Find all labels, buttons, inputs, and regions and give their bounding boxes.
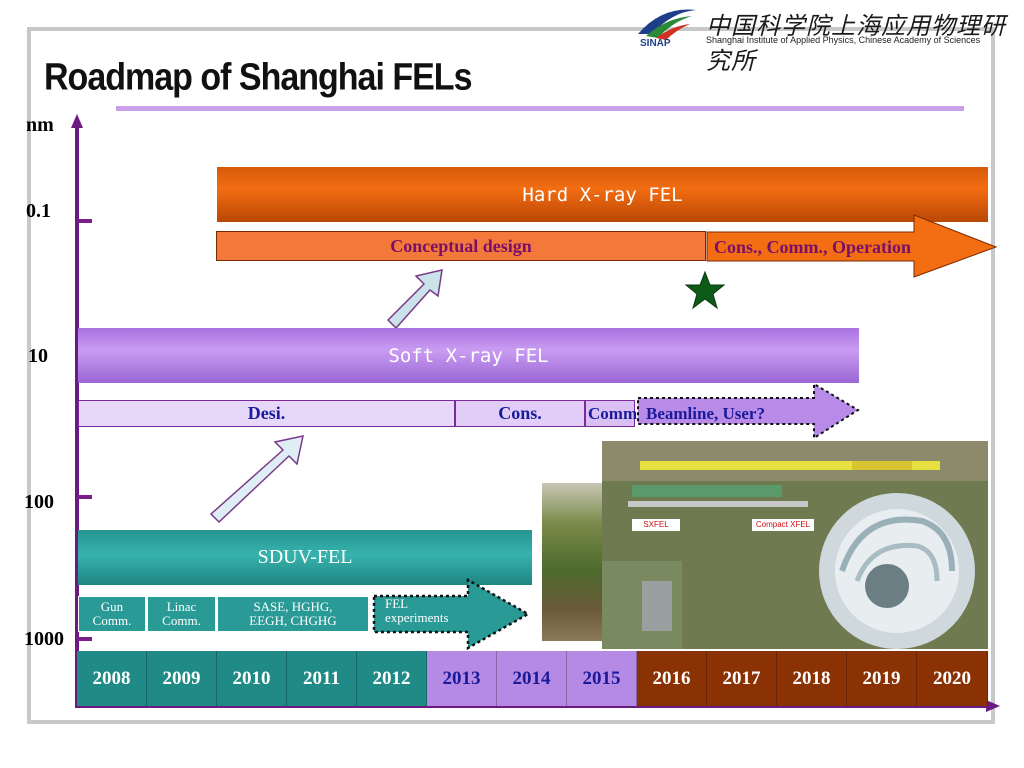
soft-xray-user-arrow-icon [637, 382, 860, 440]
y-tick [78, 637, 92, 641]
site-aerial-photo: SXFEL Compact XFEL [602, 441, 988, 649]
soft-xray-construction: Cons. [455, 400, 585, 427]
hard-xray-build-arrow-icon [706, 214, 998, 278]
y-tick-label-0-1: 0.1 [26, 200, 51, 222]
sduv-linac-commissioning: Linac Comm. [147, 596, 216, 632]
year-2014: 2014 [497, 651, 567, 706]
year-2018: 2018 [777, 651, 847, 706]
aerial-view-graphic [602, 441, 988, 649]
soft-xray-beamline-label: Beamline, User? [646, 403, 765, 423]
hard-xray-build-label: Cons., Comm., Operation [714, 236, 911, 257]
title-underline [116, 106, 964, 111]
sduv-harmonic-schemes: SASE, HGHG, EEGH, CHGHG [217, 596, 369, 632]
year-2015: 2015 [567, 651, 637, 706]
slide-frame [27, 27, 995, 724]
y-tick-label-10: 10 [28, 345, 48, 367]
star-icon [684, 270, 726, 310]
year-2008: 2008 [77, 651, 147, 706]
year-2017: 2017 [707, 651, 777, 706]
y-tick-label-100: 100 [24, 491, 54, 513]
sduv-experiments-label: FEL experiments [385, 596, 449, 625]
year-2020: 2020 [917, 651, 988, 706]
year-2013: 2013 [427, 651, 497, 706]
hard-xray-conceptual-design: Conceptual design [216, 231, 706, 261]
soft-xray-design: Desi. [78, 400, 455, 427]
soft-xray-commissioning: Comm. [585, 400, 641, 427]
sduv-fel-bar: SDUV-FEL [78, 530, 532, 585]
sduv-gun-commissioning: Gun Comm. [78, 596, 146, 632]
institute-name-chinese: 中国科学院上海应用物理研究所 [706, 12, 1006, 75]
y-axis-arrow-icon [71, 114, 83, 128]
year-2019: 2019 [847, 651, 917, 706]
compact-xfel-photo-label: Compact XFEL [755, 520, 811, 529]
institute-name-english: Shanghai Institute of Applied Physics, C… [706, 35, 981, 45]
campus-photo [542, 483, 612, 641]
upgrade-arrow-icon [386, 269, 443, 330]
y-axis-unit: nm [26, 114, 54, 136]
y-tick [78, 219, 92, 223]
year-2011: 2011 [287, 651, 357, 706]
year-timeline: 2008 2009 2010 2011 2012 2013 2014 2015 … [77, 651, 988, 706]
sduv-experiments-arrow-icon [372, 578, 531, 650]
x-axis-arrow-icon [986, 700, 1000, 712]
y-tick [78, 495, 92, 499]
page-title: Roadmap of Shanghai FELs [44, 56, 472, 99]
year-2009: 2009 [147, 651, 217, 706]
y-tick-label-1000: 1000 [24, 628, 64, 650]
logo-abbreviation: SINAP [640, 38, 671, 49]
sxfel-photo-label: SXFEL [643, 520, 669, 529]
upgrade-arrow-icon [209, 435, 304, 524]
year-2010: 2010 [217, 651, 287, 706]
hard-xray-fel-bar: Hard X-ray FEL [217, 167, 988, 222]
soft-xray-fel-bar: Soft X-ray FEL [78, 328, 859, 383]
year-2016: 2016 [637, 651, 707, 706]
year-2012: 2012 [357, 651, 427, 706]
sinap-logo-icon [638, 9, 696, 40]
